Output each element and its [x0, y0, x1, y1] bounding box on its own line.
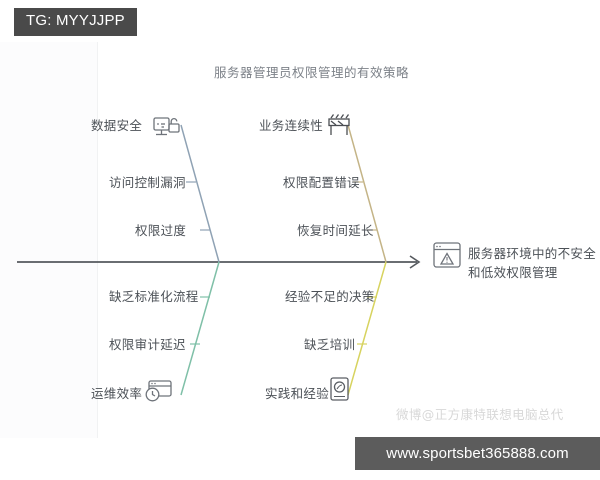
canvas-left-tint: [0, 42, 97, 438]
category-label-practice-experience[interactable]: 实践和经验: [265, 386, 330, 401]
window-clock-icon: [145, 380, 172, 402]
canvas-edge-line: [97, 42, 98, 438]
cause-label-permission-audit-delay[interactable]: 权限审计延迟: [109, 337, 186, 352]
branch-ops-efficiency: [145, 261, 220, 402]
barrier-icon: [328, 114, 350, 135]
cause-label-access-control-vulnerability[interactable]: 访问控制漏洞: [109, 175, 186, 190]
category-label-data-security[interactable]: 数据安全: [91, 118, 143, 133]
warning-window-icon: [433, 242, 461, 268]
spine-group: [17, 255, 421, 269]
branch-line-ops-efficiency: [180, 261, 220, 396]
monitor-lock-icon: [153, 117, 180, 136]
device-book-icon: [330, 377, 349, 401]
effect-label[interactable]: 服务器环境中的不安全和低效权限管理: [468, 246, 597, 280]
tg-watermark-badge: TG: MYYJJPP: [14, 8, 137, 36]
branch-line-data-security: [180, 124, 220, 263]
branch-practice-experience: [330, 261, 387, 401]
branch-data-security: [153, 117, 220, 263]
url-watermark-bar: www.sportsbet365888.com: [355, 437, 600, 470]
cause-label-extended-recovery-time[interactable]: 恢复时间延长: [297, 223, 374, 238]
cause-label-permission-config-error[interactable]: 权限配置错误: [283, 175, 360, 190]
diagram-title: 服务器管理员权限管理的有效策略: [214, 65, 410, 80]
branch-line-business-continuity: [347, 124, 387, 263]
weibo-watermark: 微博@正方康特联想电脑总代: [396, 407, 564, 422]
cause-label-excessive-permission[interactable]: 权限过度: [135, 223, 187, 238]
category-label-business-continuity[interactable]: 业务连续性: [259, 118, 324, 133]
branch-line-practice-experience: [347, 261, 387, 396]
cause-label-lack-standardized-process[interactable]: 缺乏标准化流程: [109, 289, 199, 304]
cause-label-lack-of-training[interactable]: 缺乏培训: [304, 337, 356, 352]
branch-business-continuity: [328, 114, 387, 263]
cause-label-inexperienced-decision[interactable]: 经验不足的决策: [285, 289, 375, 304]
arrow-right-icon: [409, 255, 421, 269]
category-label-ops-efficiency[interactable]: 运维效率: [91, 386, 143, 401]
